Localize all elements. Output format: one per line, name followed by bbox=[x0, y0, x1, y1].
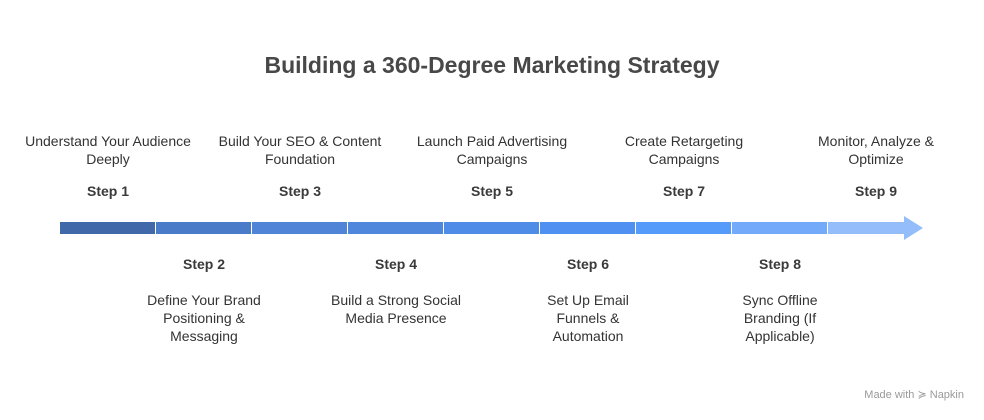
timeline-segment-4 bbox=[348, 222, 443, 234]
step-label: Step 2 bbox=[182, 256, 225, 272]
step-description-text: Create Retargeting Campaigns bbox=[624, 133, 744, 167]
step-description-text: Launch Paid Advertising Campaigns bbox=[416, 133, 568, 167]
step-description-text: Understand Your Audience Deeply bbox=[25, 133, 191, 167]
step-description: Sync Offline Branding (If Applicable) bbox=[695, 291, 865, 345]
timeline-segment-1 bbox=[60, 222, 155, 234]
step-description-text: Build a Strong Social Media Presence bbox=[331, 292, 461, 326]
napkin-watermark: Made with ≽ Napkin bbox=[864, 389, 964, 401]
diagram-title: Building a 360-Degree Marketing Strategy bbox=[264, 52, 720, 78]
step-description-text: Monitor, Analyze & Optimize bbox=[818, 133, 934, 167]
timeline-segment-5 bbox=[444, 222, 539, 234]
step-description: Launch Paid Advertising Campaigns bbox=[407, 108, 577, 168]
step-description: Set Up Email Funnels & Automation bbox=[503, 291, 673, 345]
timeline-segment-6 bbox=[540, 222, 635, 234]
step-description: Build Your SEO & Content Foundation bbox=[215, 108, 385, 168]
step-description: Understand Your Audience Deeply bbox=[23, 108, 193, 168]
step-description: Create Retargeting Campaigns bbox=[599, 108, 769, 168]
step-description-text: Define Your Brand Positioning & Messagin… bbox=[147, 292, 261, 344]
step-label: Step 3 bbox=[278, 183, 321, 199]
step-description-text: Sync Offline Branding (If Applicable) bbox=[742, 292, 818, 344]
step-label: Step 6 bbox=[566, 256, 609, 272]
timeline-segment-7 bbox=[636, 222, 731, 234]
step-label: Step 5 bbox=[470, 183, 513, 199]
step-label: Step 8 bbox=[758, 256, 801, 272]
step-description: Monitor, Analyze & Optimize bbox=[791, 108, 961, 168]
step-label: Step 4 bbox=[374, 256, 417, 272]
timeline-segment-8 bbox=[732, 222, 827, 234]
arrow-head-icon bbox=[904, 216, 923, 240]
step-description-text: Build Your SEO & Content Foundation bbox=[218, 133, 382, 167]
timeline-segment-3 bbox=[252, 222, 347, 234]
step-description: Define Your Brand Positioning & Messagin… bbox=[119, 291, 289, 345]
step-label: Step 1 bbox=[86, 183, 129, 199]
timeline-segment-2 bbox=[156, 222, 251, 234]
step-label: Step 7 bbox=[662, 183, 705, 199]
step-label: Step 9 bbox=[854, 183, 897, 199]
step-description: Build a Strong Social Media Presence bbox=[311, 291, 481, 327]
timeline-segment-9 bbox=[828, 222, 904, 234]
step-description-text: Set Up Email Funnels & Automation bbox=[547, 292, 629, 344]
